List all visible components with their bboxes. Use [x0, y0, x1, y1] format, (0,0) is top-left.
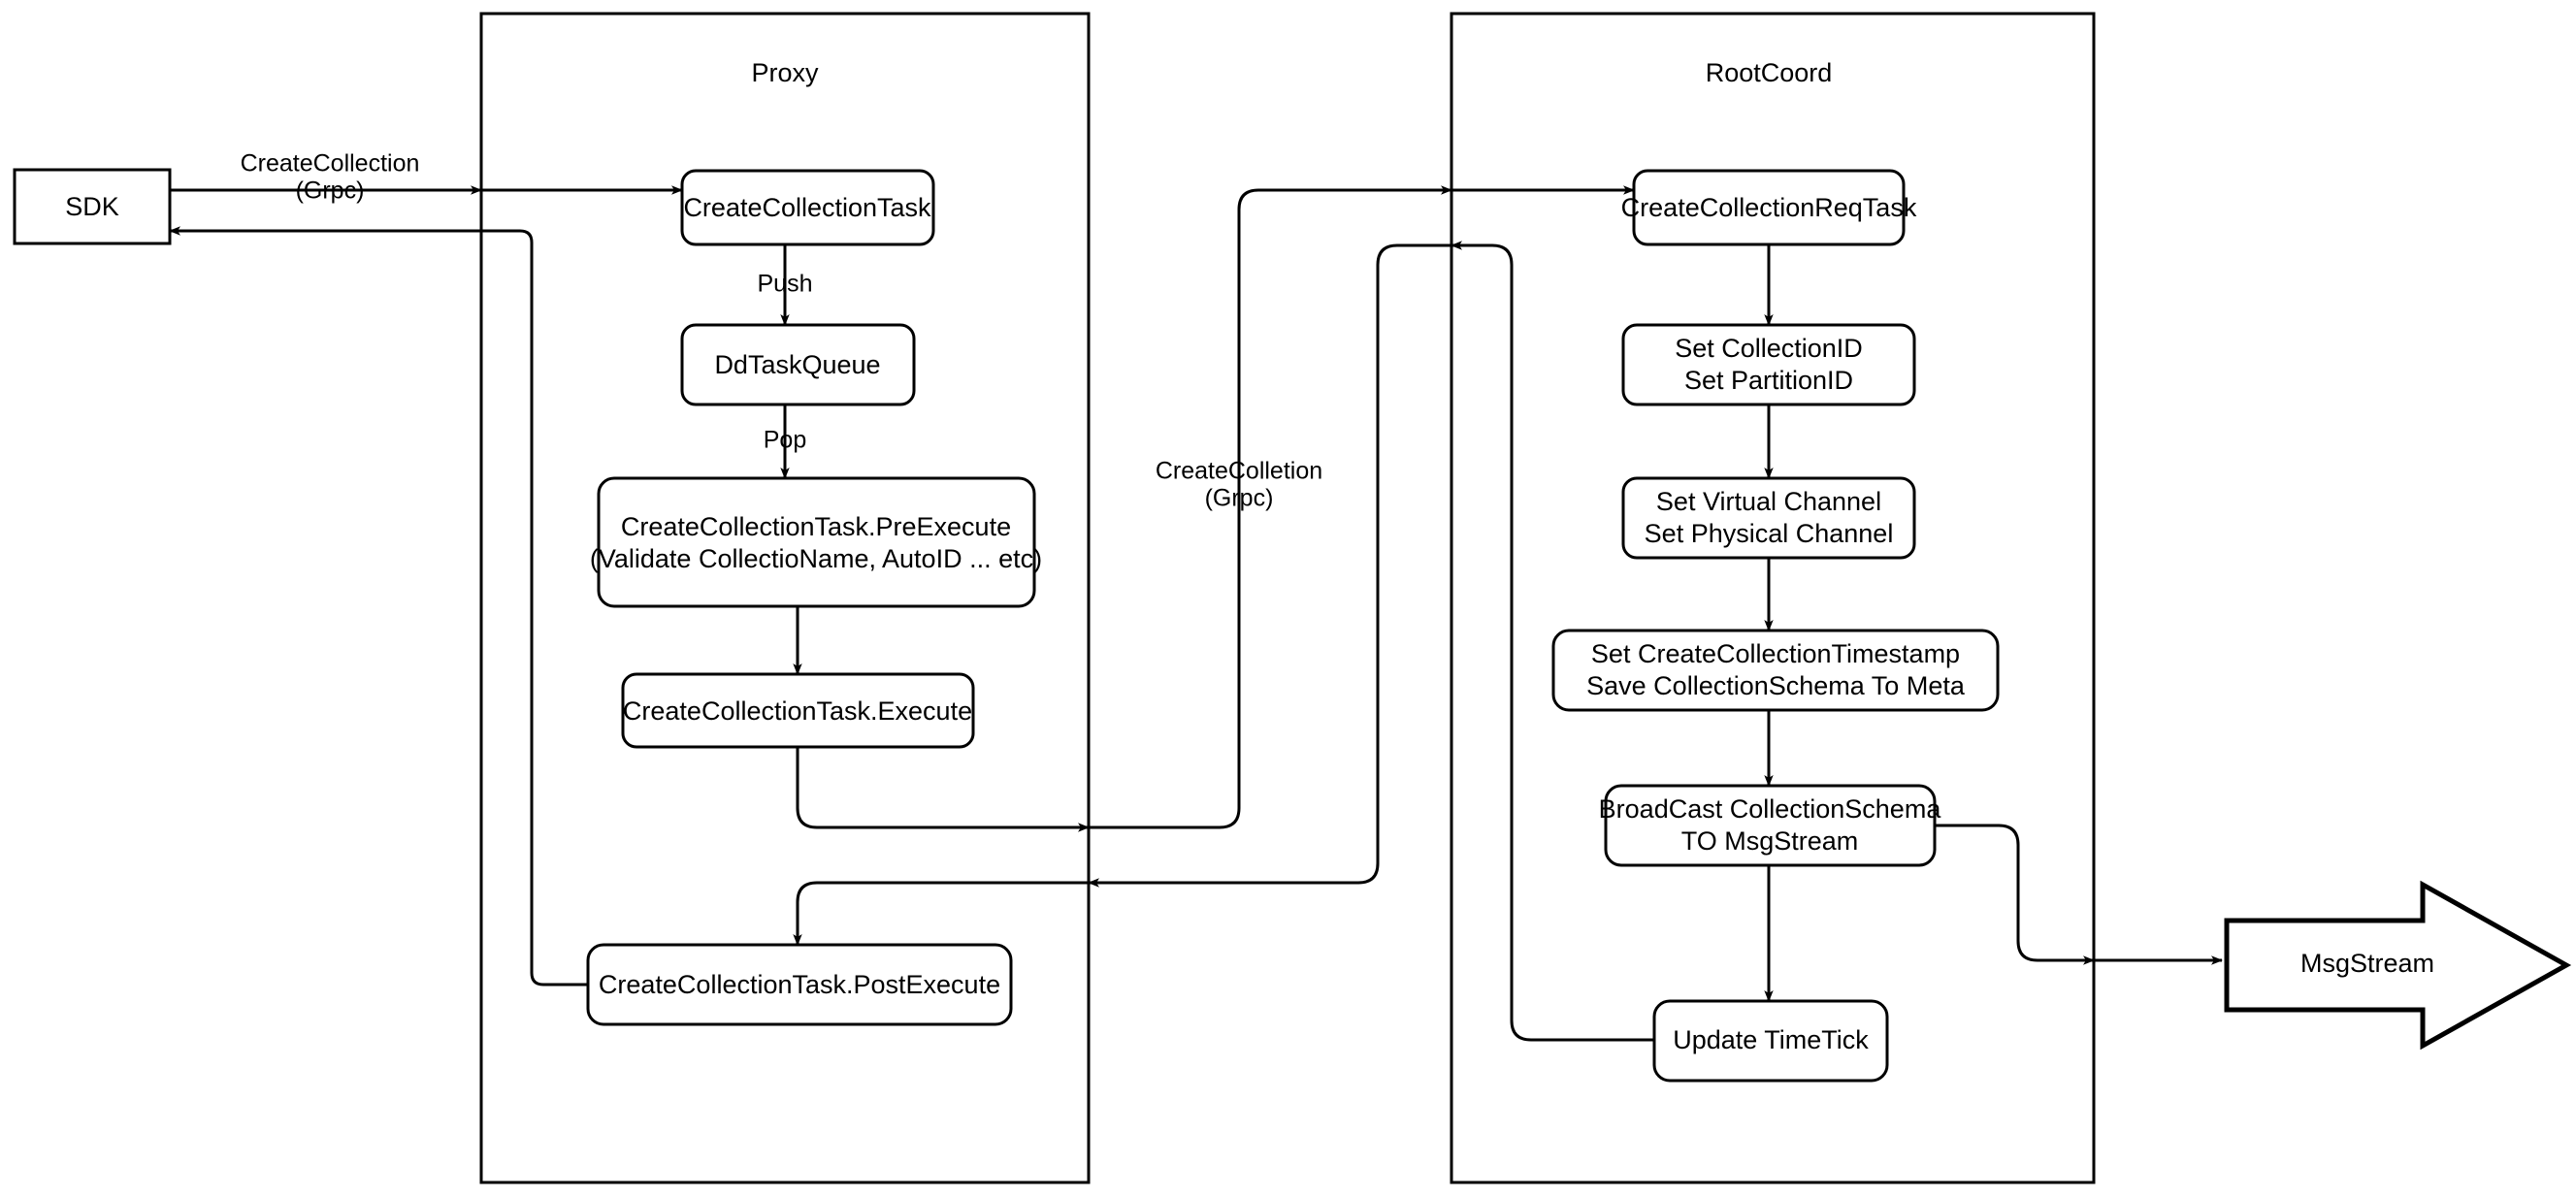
node-execute[interactable]	[621, 672, 975, 749]
edge-label-createcollection-line1: CreateCollection	[241, 150, 420, 178]
node-update-timetick[interactable]	[1652, 999, 1889, 1083]
node-create-collection-req-task-label: CreateCollectionReqTask	[1621, 193, 1917, 222]
edge-proxy-boundary-to-postexecute	[793, 881, 1089, 946]
node-msgstream-label: MsgStream	[2300, 949, 2434, 978]
node-pre-execute-label-line2: (Validate CollectioName, AutoID ... etc)	[590, 544, 1042, 573]
node-dd-task-queue[interactable]	[680, 323, 916, 406]
node-create-collection-task[interactable]	[680, 169, 935, 246]
node-broadcast-label-line2: TO MsgStream	[1681, 826, 1859, 856]
edge-postexecute-to-sdk	[169, 226, 588, 987]
node-sdk-label: SDK	[65, 192, 119, 221]
node-set-channels[interactable]	[1621, 476, 1916, 560]
node-pre-execute-label-line1: CreateCollectionTask.PreExecute	[621, 512, 1011, 541]
node-set-timestamp-label-line1: Set CreateCollectionTimestamp	[1591, 639, 1960, 668]
edge-execute-to-proxy-boundary	[796, 747, 1090, 832]
node-set-ids-label-line1: Set CollectionID	[1675, 334, 1863, 363]
node-broadcast[interactable]	[1604, 784, 1937, 867]
node-sdk[interactable]	[13, 168, 172, 245]
edge-rootcoord-to-proxy	[1088, 243, 1451, 888]
node-update-timetick-label: Update TimeTick	[1673, 1025, 1869, 1054]
node-set-channels-label-line2: Set Physical Channel	[1645, 519, 1894, 548]
edge-rootcoord-return-inner	[1451, 241, 1674, 1042]
edge-label-pop: Pop	[764, 427, 806, 454]
group-rootcoord-label: RootCoord	[1706, 58, 1833, 87]
node-post-execute[interactable]	[586, 943, 1013, 1026]
node-post-execute-label: CreateCollectionTask.PostExecute	[599, 970, 1000, 999]
node-pre-execute[interactable]	[597, 476, 1036, 608]
node-set-ids-label-line2: Set PartitionID	[1684, 366, 1853, 395]
group-proxy-label: Proxy	[751, 58, 819, 87]
edge-broadcast-to-rootcoord-boundary	[1935, 824, 2095, 965]
node-dd-task-queue-label: DdTaskQueue	[714, 350, 880, 379]
node-set-timestamp-label-line2: Save CollectionSchema To Meta	[1586, 671, 1966, 700]
node-msgstream[interactable]	[2224, 880, 2572, 1051]
node-broadcast-label-line1: BroadCast CollectionSchema	[1599, 794, 1942, 824]
edge-label-push: Push	[758, 271, 813, 298]
node-set-ids[interactable]	[1621, 323, 1916, 406]
node-set-timestamp[interactable]	[1551, 629, 2000, 712]
edge-label-grpc-line1: CreateColletion	[1156, 458, 1322, 485]
edge-proxy-to-rootcoord	[1089, 185, 1452, 829]
edge-label-grpc-line2: (Grpc)	[1205, 485, 1274, 512]
node-create-collection-task-label: CreateCollectionTask	[683, 193, 931, 222]
node-set-channels-label-line1: Set Virtual Channel	[1656, 487, 1881, 516]
node-execute-label: CreateCollectionTask.Execute	[623, 696, 972, 726]
edge-label-createcollection-line2: (Grpc)	[296, 178, 365, 205]
node-create-collection-req-task[interactable]	[1632, 169, 1906, 246]
